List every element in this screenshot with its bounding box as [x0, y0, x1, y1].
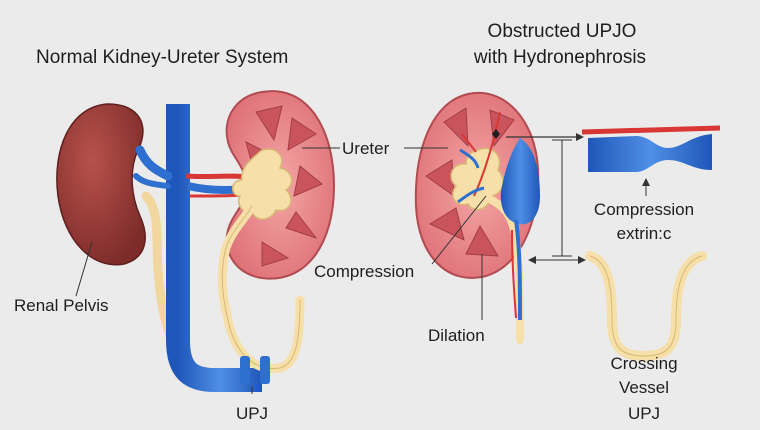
left-kidney-outer	[57, 104, 145, 265]
normal-system	[57, 91, 340, 394]
right-panel-title-line1: Obstructed UPJO	[488, 20, 637, 44]
dilation-label: Dilation	[428, 326, 485, 346]
inset-vessel-compressed	[588, 134, 712, 172]
compression-extrinsic-line1: Compression	[594, 200, 694, 220]
arrowhead-right2-icon	[578, 256, 586, 264]
obstructed-system	[404, 93, 586, 340]
left-panel-title: Normal Kidney-Ureter System	[36, 46, 288, 70]
upj-block-right	[260, 356, 270, 384]
upj-label-left: UPJ	[236, 404, 268, 424]
inset-u-ureter	[590, 256, 702, 356]
right-panel-title-line2: with Hydronephrosis	[474, 46, 646, 70]
inset-artery	[582, 128, 720, 132]
compression-extrinsic-line2: extrin:c	[617, 224, 672, 244]
crossing-vessel-line1: Crossing	[610, 354, 677, 374]
crossing-vessel-line2: Vessel	[619, 378, 669, 398]
left-renal-vein	[140, 150, 168, 176]
compression-label: Compression	[314, 262, 414, 282]
renal-pelvis-label: Renal Pelvis	[14, 296, 109, 316]
ureter-label: Ureter	[342, 139, 389, 159]
arrowhead-left-icon	[528, 256, 536, 264]
inset-arrowhead-up-icon	[642, 178, 650, 186]
upj-label-right: UPJ	[628, 404, 660, 424]
upj-block-left	[240, 356, 250, 384]
